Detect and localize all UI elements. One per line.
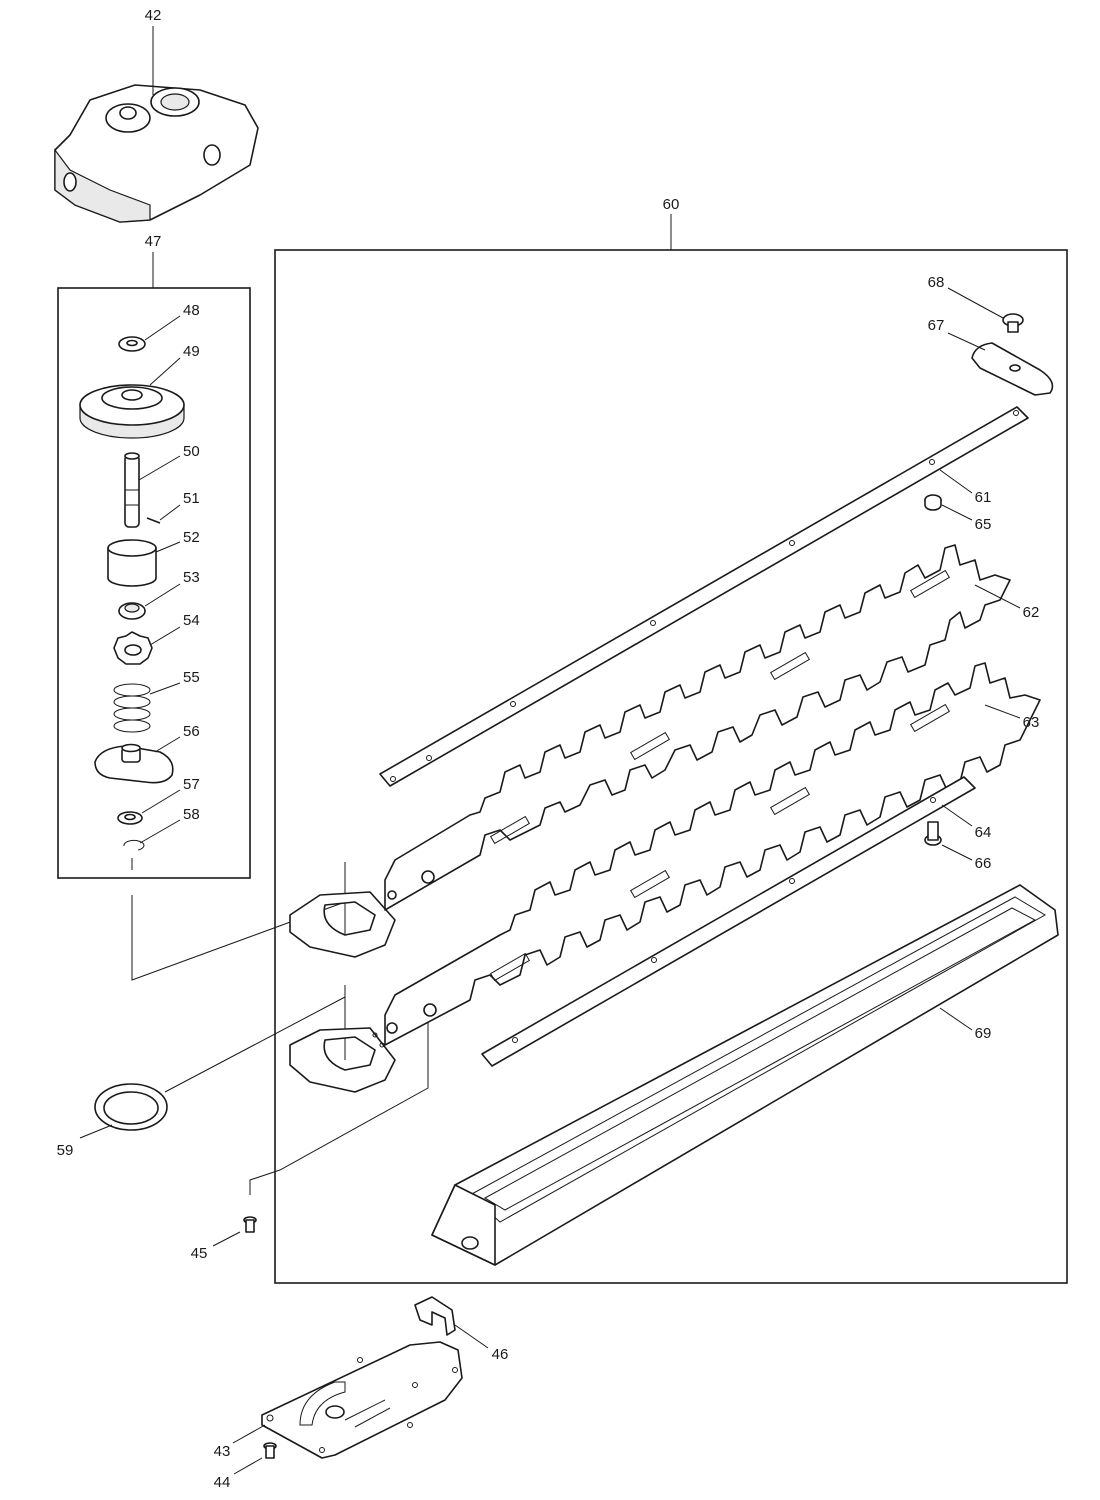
callout-59: 59 bbox=[57, 1142, 74, 1159]
callout-44: 44 bbox=[214, 1474, 231, 1491]
callout-58: 58 bbox=[183, 806, 200, 823]
part-63-lower-blade bbox=[289, 662, 1041, 1093]
callout-66: 66 bbox=[975, 855, 992, 872]
part-52-sleeve bbox=[107, 539, 157, 587]
part-47-assembly-frame bbox=[57, 287, 251, 879]
callout-68: 68 bbox=[928, 274, 945, 291]
part-44-screw bbox=[263, 1442, 277, 1459]
part-67-guide bbox=[971, 342, 1054, 396]
callout-64: 64 bbox=[975, 824, 992, 841]
part-65-nut bbox=[924, 494, 942, 511]
part-57-washer bbox=[117, 811, 143, 825]
part-54-clutch bbox=[113, 631, 153, 665]
callout-65: 65 bbox=[975, 516, 992, 533]
callout-51: 51 bbox=[183, 490, 200, 507]
part-69-blade-cover bbox=[431, 884, 1059, 1266]
callout-63: 63 bbox=[1023, 714, 1040, 731]
callout-42: 42 bbox=[145, 7, 162, 24]
callout-48: 48 bbox=[183, 302, 200, 319]
part-59-ring bbox=[94, 1083, 168, 1131]
callout-61: 61 bbox=[975, 489, 992, 506]
callout-62: 62 bbox=[1023, 604, 1040, 621]
part-66-bolt bbox=[924, 821, 942, 846]
callout-52: 52 bbox=[183, 529, 200, 546]
part-64-bottom-plate bbox=[481, 776, 976, 1067]
part-68-bolt bbox=[1002, 313, 1024, 333]
part-60-blade-assembly-frame bbox=[274, 249, 1068, 1284]
part-49-gear bbox=[79, 384, 185, 439]
callout-53: 53 bbox=[183, 569, 200, 586]
callout-45: 45 bbox=[191, 1245, 208, 1262]
callout-46: 46 bbox=[492, 1346, 509, 1363]
callout-43: 43 bbox=[214, 1443, 231, 1460]
part-58-retaining-ring bbox=[123, 839, 145, 851]
part-51-pin bbox=[146, 517, 161, 524]
part-46-clip bbox=[414, 1296, 456, 1336]
part-43-bottom-cover bbox=[261, 1341, 463, 1459]
callout-50: 50 bbox=[183, 443, 200, 460]
callout-57: 57 bbox=[183, 776, 200, 793]
callout-49: 49 bbox=[183, 343, 200, 360]
callout-47: 47 bbox=[145, 233, 162, 250]
callout-54: 54 bbox=[183, 612, 200, 629]
callout-69: 69 bbox=[975, 1025, 992, 1042]
callout-60: 60 bbox=[663, 196, 680, 213]
part-48-washer bbox=[118, 336, 146, 352]
part-55-spring bbox=[113, 683, 151, 733]
part-45-screw bbox=[243, 1216, 257, 1233]
callout-67: 67 bbox=[928, 317, 945, 334]
callout-55: 55 bbox=[183, 669, 200, 686]
callout-56: 56 bbox=[183, 723, 200, 740]
part-56-cam-plate bbox=[94, 743, 174, 784]
part-53-bushing bbox=[118, 602, 146, 620]
part-61-top-plate bbox=[379, 406, 1029, 787]
part-42-gear-housing bbox=[54, 84, 259, 223]
part-50-shaft bbox=[124, 452, 140, 528]
part-62-upper-blade bbox=[289, 544, 1011, 958]
